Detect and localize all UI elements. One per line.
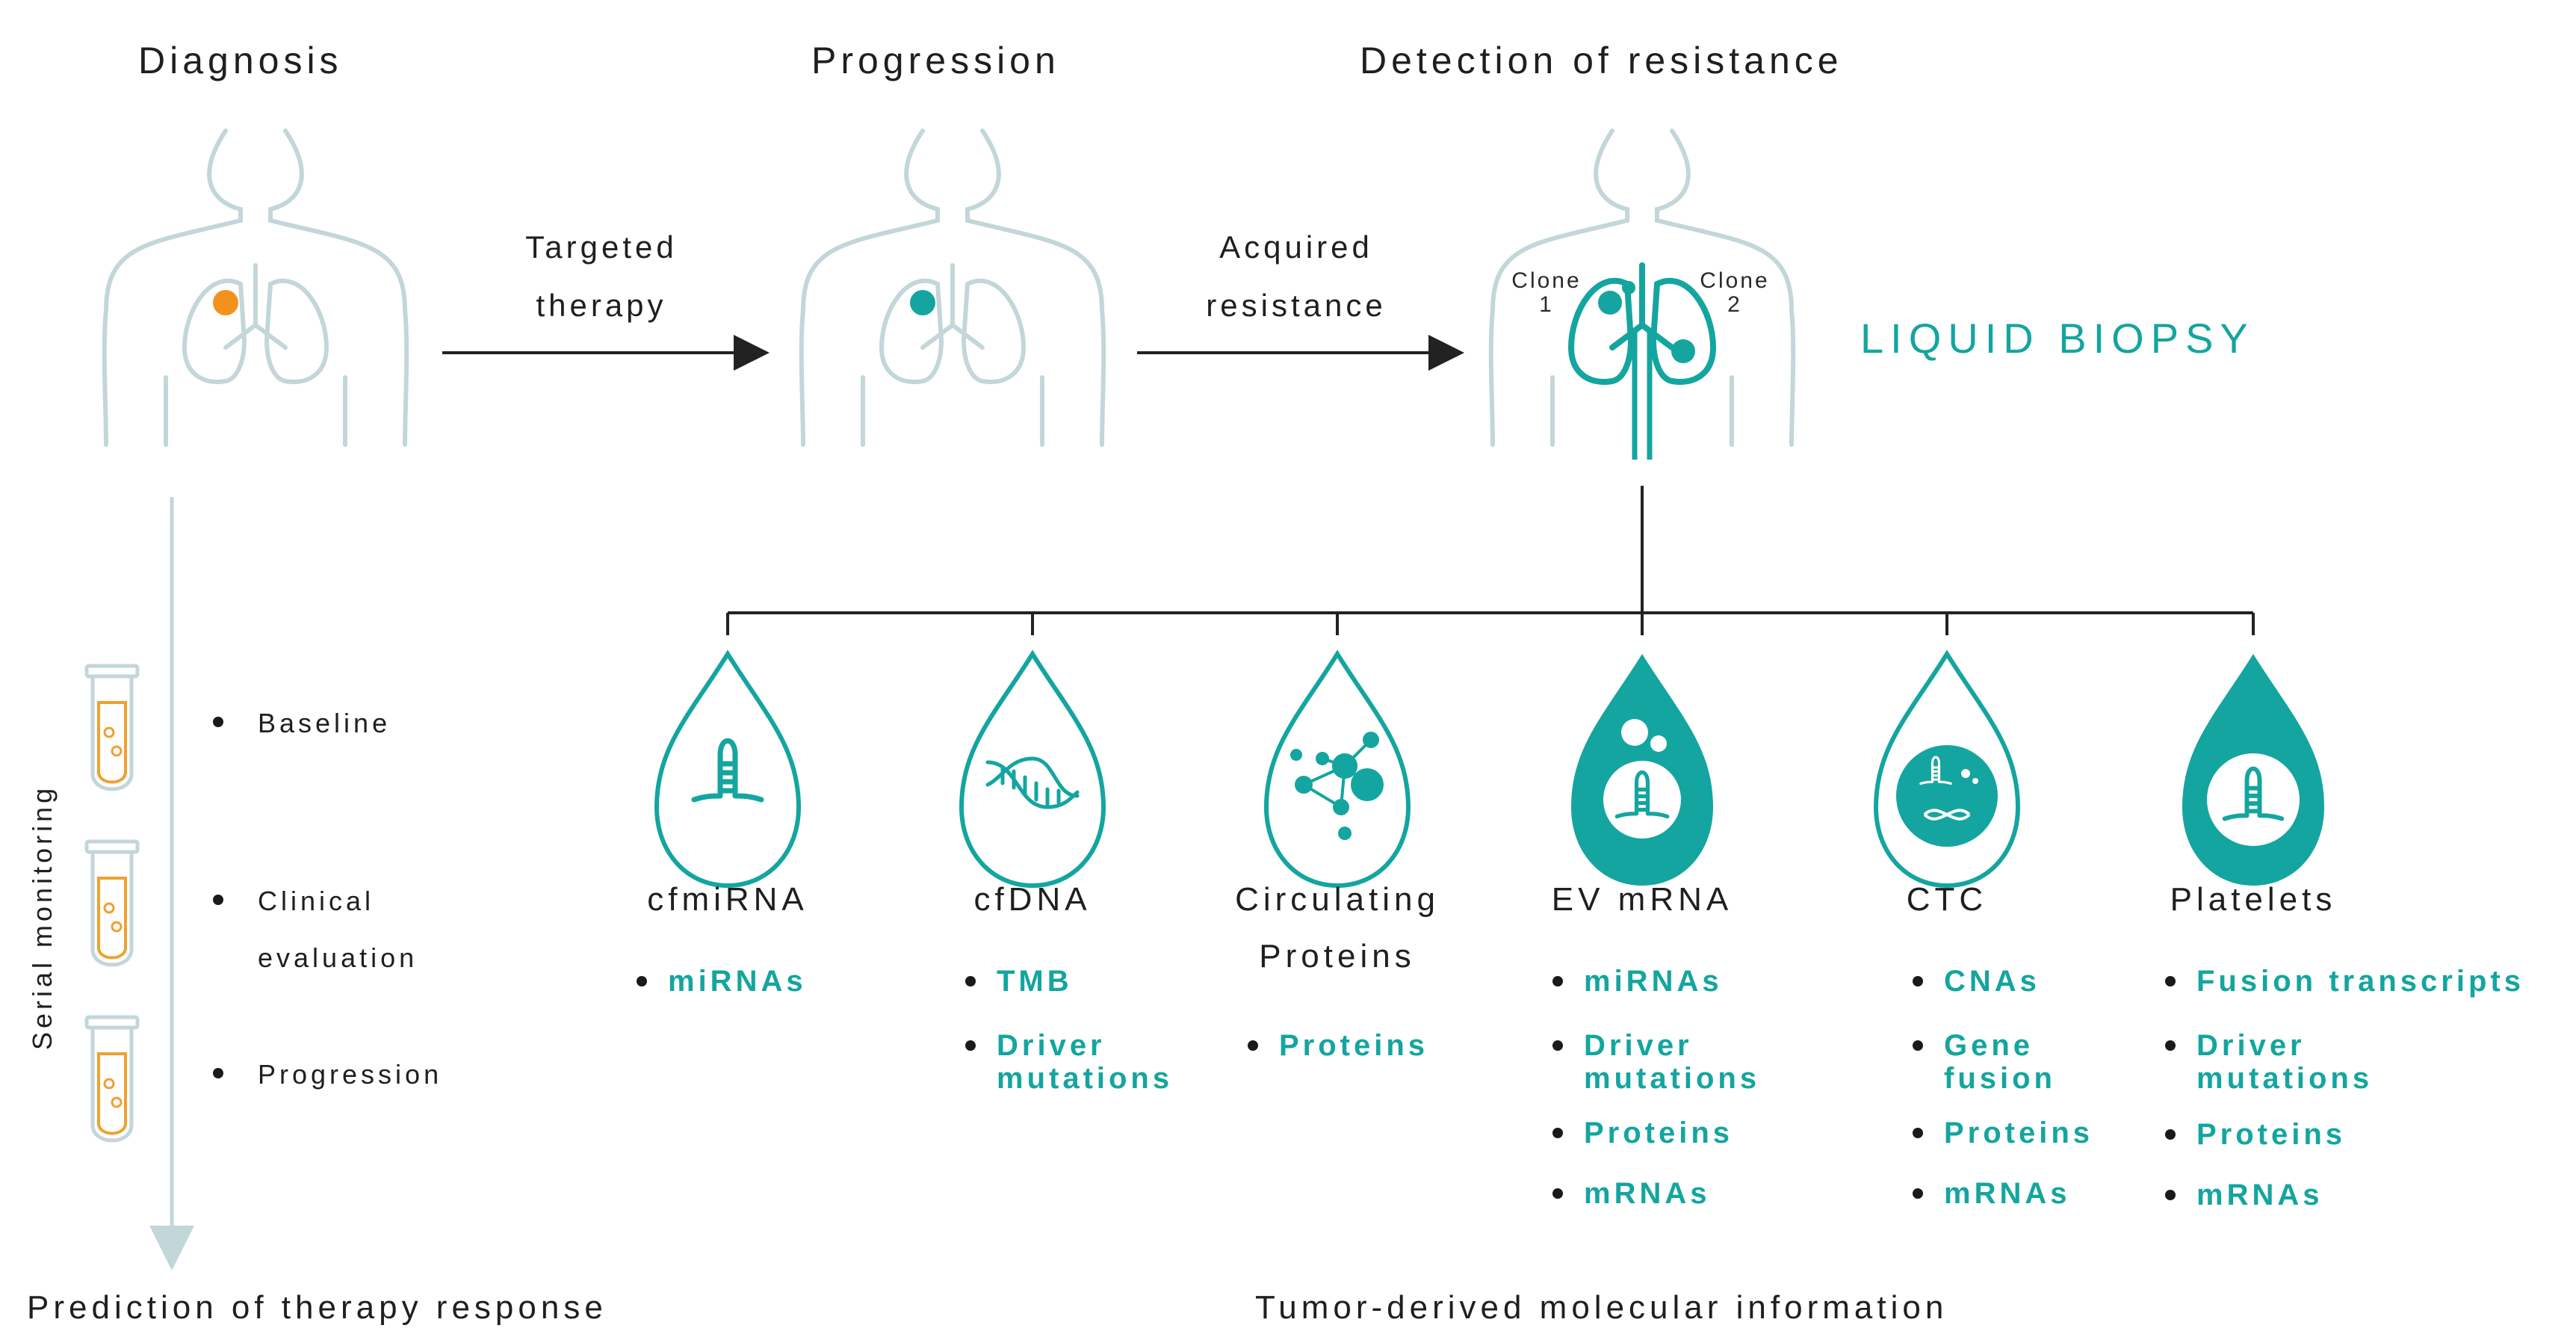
- label-targeted-therapy: Targeted therapy: [525, 229, 678, 323]
- serial-monitoring-label: Serial monitoring: [27, 784, 58, 1050]
- marker-ev-mrna-driver-mutations: Driver mutations: [1552, 1029, 1760, 1095]
- tumor-orange: [213, 290, 238, 315]
- blood-tube-clinical: [87, 842, 137, 965]
- marker-cfmirna-mirnas: miRNAs: [637, 965, 807, 998]
- clone-2-tumor: [1671, 339, 1695, 363]
- teal-lungs: [1567, 262, 1717, 385]
- liquid-biopsy-title: LIQUID BIOPSY: [1860, 315, 2255, 362]
- timepoint-baseline: Baseline: [213, 695, 391, 752]
- branch-tree: [726, 486, 2255, 635]
- blood-tube-baseline: [87, 666, 137, 789]
- dna-helix-icon: [985, 756, 1080, 809]
- drop-proteins: [1266, 654, 1408, 886]
- tumor-teal: [910, 290, 935, 315]
- tumor-derived-information-label: Tumor-derived molecular information: [1255, 1289, 1948, 1326]
- drop-platelets: [2182, 654, 2324, 886]
- source-label-cfdna: cfDNA: [973, 881, 1092, 918]
- drop-cfdna: [962, 654, 1103, 886]
- stage-title-diagnosis: Diagnosis: [138, 40, 343, 81]
- marker-platelets-fusion-transcripts: Fusion transcripts: [2165, 965, 2524, 998]
- marker-proteins-proteins: Proteins: [1248, 1029, 1428, 1062]
- source-label-platelets: Platelets: [2170, 881, 2337, 918]
- blood-tube-progression: [87, 1017, 137, 1140]
- figure-detection: [1491, 131, 1793, 460]
- drop-cfmirna: [657, 654, 799, 886]
- prediction-of-therapy-response-label: Prediction of therapy response: [27, 1289, 607, 1326]
- stage-title-detection: Detection of resistance: [1360, 40, 1843, 81]
- clone-1-tumor-small: [1622, 281, 1635, 294]
- source-label-circulating-proteins: Circulating Proteins: [1235, 881, 1440, 975]
- timepoint-progression: Progression: [213, 1046, 442, 1103]
- marker-ctc-cnas: CNAs: [1913, 965, 2040, 998]
- marker-ctc-gene-fusion: Gene fusion: [1913, 1029, 2056, 1095]
- marker-ev-mrna-mrnas: mRNAs: [1552, 1177, 1710, 1210]
- source-label-cfmirna: cfmiRNA: [647, 881, 808, 918]
- marker-platelets-driver-mutations: Driver mutations: [2165, 1029, 2373, 1095]
- marker-ev-mrna-proteins: Proteins: [1552, 1117, 1733, 1149]
- marker-ctc-mrnas: mRNAs: [1913, 1177, 2070, 1210]
- marker-platelets-proteins: Proteins: [2165, 1118, 2346, 1151]
- teal-trachea-stem: [1632, 329, 1653, 460]
- figure-diagnosis: [105, 131, 406, 445]
- stage-title-progression: Progression: [811, 40, 1060, 81]
- protein-network-icon: [1290, 732, 1384, 840]
- label-clone-2: Clone 2: [1700, 268, 1770, 317]
- marker-cfdna-tmb: TMB: [965, 965, 1073, 998]
- clone-1-tumor: [1598, 291, 1622, 315]
- marker-ev-mrna-mirnas: miRNAs: [1552, 965, 1723, 998]
- source-label-ev-mrna: EV mRNA: [1551, 881, 1733, 918]
- timepoint-clinical-evaluation: Clinical evaluation: [213, 873, 418, 987]
- label-clone-1: Clone 1: [1511, 268, 1582, 317]
- figure-progression: [802, 131, 1103, 445]
- marker-cfdna-driver-mutations: Driver mutations: [965, 1029, 1173, 1095]
- drop-ctc: [1876, 654, 2018, 886]
- source-label-ctc: CTC: [1906, 881, 1988, 918]
- label-acquired-resistance: Acquired resistance: [1206, 229, 1387, 323]
- drop-ev-mrna: [1571, 654, 1713, 886]
- marker-platelets-mrnas: mRNAs: [2165, 1179, 2323, 1211]
- marker-ctc-proteins: Proteins: [1913, 1117, 2093, 1149]
